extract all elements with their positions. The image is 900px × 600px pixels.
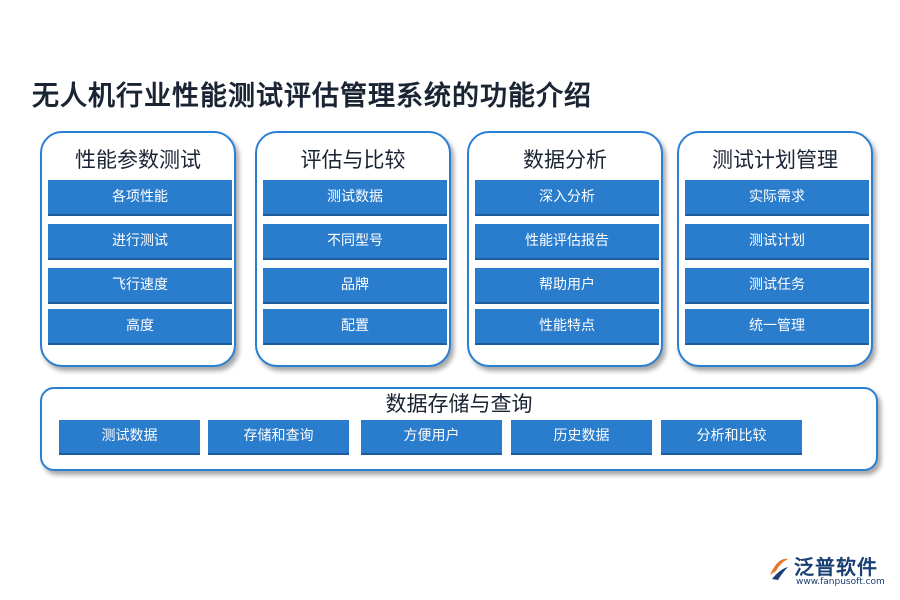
bottom-item: 分析和比较 (661, 420, 802, 455)
panel-data-storage-query: 数据存储与查询 测试数据 存储和查询 方便用户 历史数据 分析和比较 (40, 387, 878, 471)
logo-mark-icon (770, 558, 788, 580)
panel-data-analysis: 数据分析 深入分析 性能评估报告 帮助用户 性能特点 (467, 131, 663, 367)
panel-item: 测试数据 (263, 180, 447, 216)
page-title: 无人机行业性能测试评估管理系统的功能介绍 (32, 81, 592, 112)
panel-item: 高度 (48, 309, 232, 345)
bottom-item: 测试数据 (59, 420, 200, 455)
panel-title: 数据分析 (523, 148, 607, 172)
logo-name: 泛普软件 (794, 555, 878, 579)
panel-item: 帮助用户 (475, 268, 659, 304)
panel-item: 测试计划 (685, 224, 869, 260)
panel-test-plan-management: 测试计划管理 实际需求 测试计划 测试任务 统一管理 (677, 131, 873, 367)
panel-evaluation-comparison: 评估与比较 测试数据 不同型号 品牌 配置 (255, 131, 451, 367)
panel-title: 评估与比较 (300, 148, 406, 172)
panel-item: 测试任务 (685, 268, 869, 304)
panel-item: 配置 (263, 309, 447, 345)
bottom-item: 存储和查询 (208, 420, 349, 455)
panel-item: 进行测试 (48, 224, 232, 260)
panel-performance-testing: 性能参数测试 各项性能 进行测试 飞行速度 高度 (40, 131, 236, 367)
panel-item: 各项性能 (48, 180, 232, 216)
panel-title: 性能参数测试 (75, 148, 201, 172)
panel-title: 测试计划管理 (712, 148, 838, 172)
panel-item: 品牌 (263, 268, 447, 304)
panel-title: 数据存储与查询 (385, 392, 533, 416)
brand-logo: 泛普软件 www.fanpusoft.com (770, 553, 890, 593)
panel-item: 不同型号 (263, 224, 447, 260)
panel-item: 实际需求 (685, 180, 869, 216)
bottom-item: 历史数据 (511, 420, 652, 455)
panel-item: 统一管理 (685, 309, 869, 345)
panel-item: 深入分析 (475, 180, 659, 216)
bottom-item: 方便用户 (361, 420, 502, 455)
logo-url: www.fanpusoft.com (796, 577, 885, 587)
panel-item: 性能特点 (475, 309, 659, 345)
panel-item: 性能评估报告 (475, 224, 659, 260)
panel-item: 飞行速度 (48, 268, 232, 304)
